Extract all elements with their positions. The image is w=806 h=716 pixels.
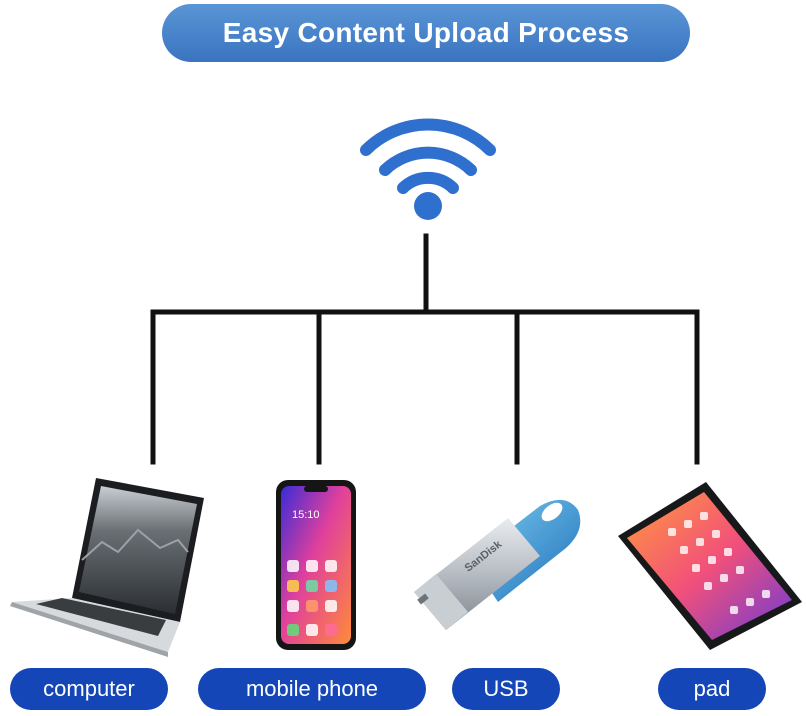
device-label-usb: USB (452, 668, 560, 710)
device-label-mobile-phone: mobile phone (198, 668, 426, 710)
usb-drive-icon: SanDisk (414, 499, 581, 630)
smartphone-icon: 15:10 (276, 480, 356, 650)
laptop-icon (10, 478, 204, 657)
page-title: Easy Content Upload Process (162, 4, 690, 62)
connection-lines (150, 233, 700, 465)
device-label-computer: computer (10, 668, 168, 710)
tablet-icon (618, 482, 802, 650)
phone-clock: 15:10 (292, 509, 320, 521)
device-label-pad: pad (658, 668, 766, 710)
wifi-icon (360, 118, 496, 220)
